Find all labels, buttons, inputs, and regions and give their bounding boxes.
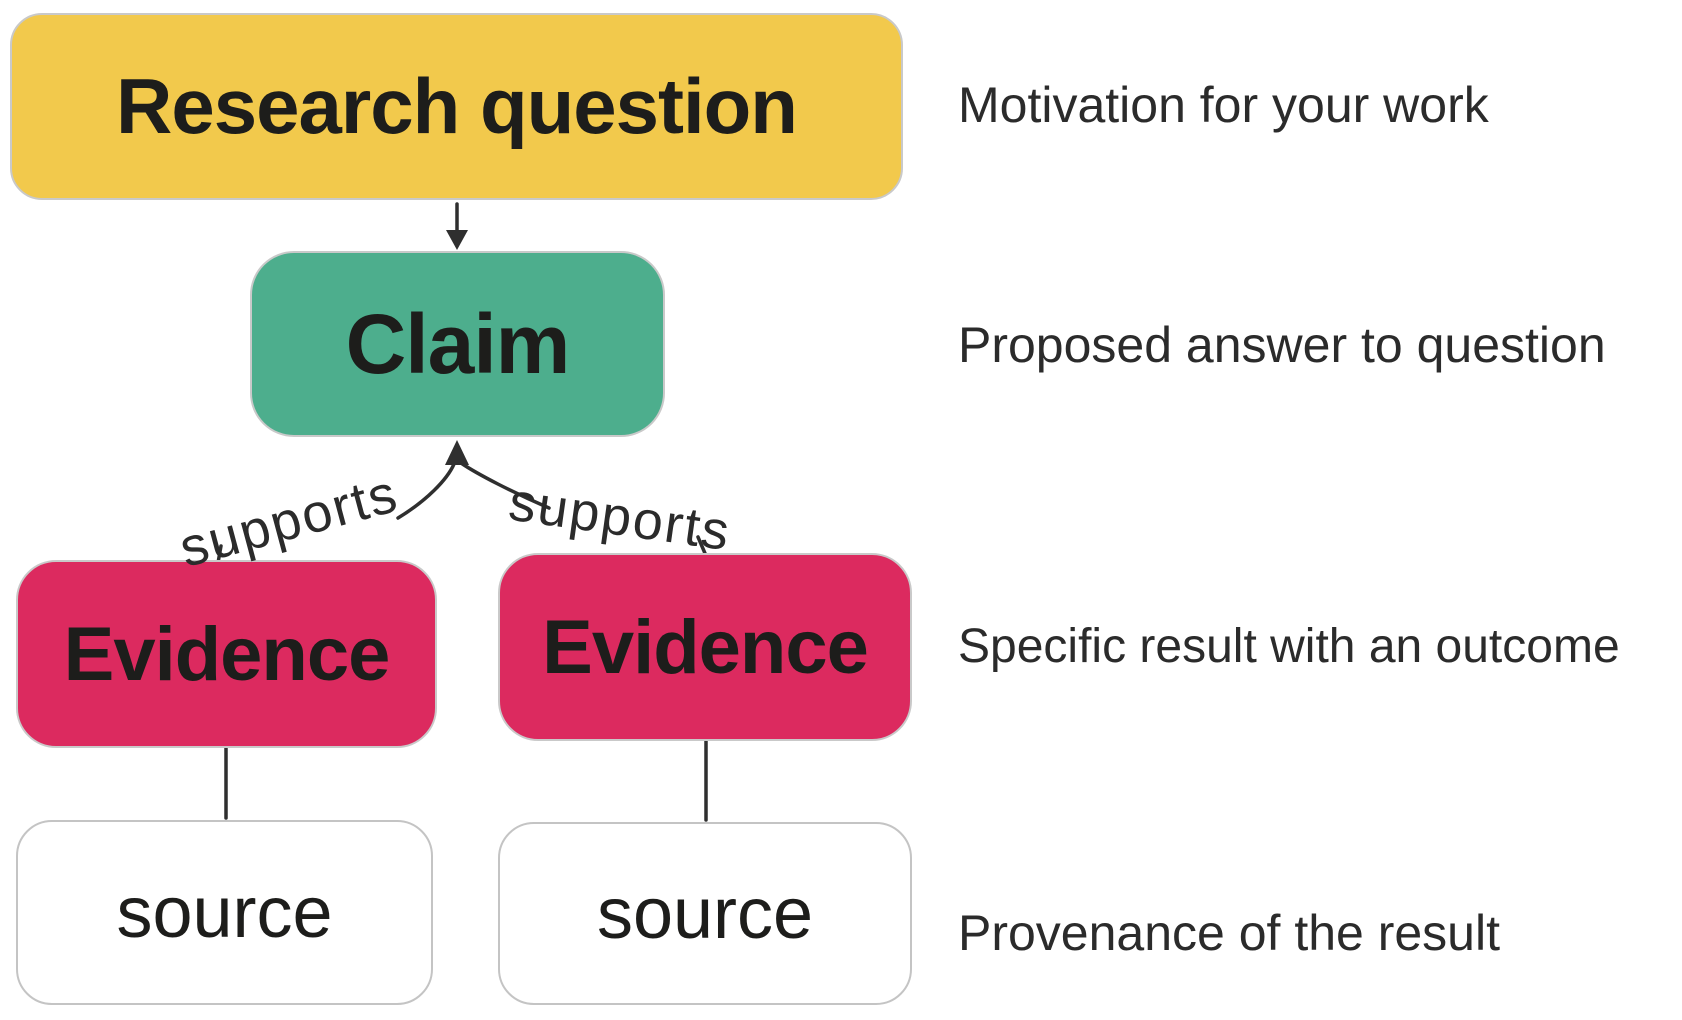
annotation-source: Provenance of the result xyxy=(958,905,1500,961)
arrow-research-to-claim-head xyxy=(446,230,468,250)
node-claim-label: Claim xyxy=(345,296,571,391)
node-claim: Claim xyxy=(250,251,665,437)
annotation-evidence: Specific result with an outcome xyxy=(958,620,1620,673)
edge-label-supports-right: supports xyxy=(505,471,735,563)
node-source-right-label: source xyxy=(596,873,814,954)
node-evidence-right-label: Evidence xyxy=(542,604,869,690)
annotation-research-question: Motivation for your work xyxy=(958,77,1489,133)
node-source-right: source xyxy=(498,822,912,1005)
node-evidence-left-label: Evidence xyxy=(63,611,391,697)
arrow-evidence-to-claim-head xyxy=(445,440,469,465)
node-research-question-label: Research question xyxy=(116,62,798,150)
node-research-question: Research question xyxy=(10,13,903,200)
node-source-left: source xyxy=(16,820,433,1005)
node-source-left-label: source xyxy=(116,872,333,953)
node-evidence-right: Evidence xyxy=(498,553,912,741)
annotation-claim: Proposed answer to question xyxy=(958,317,1606,373)
node-evidence-left: Evidence xyxy=(16,560,437,748)
